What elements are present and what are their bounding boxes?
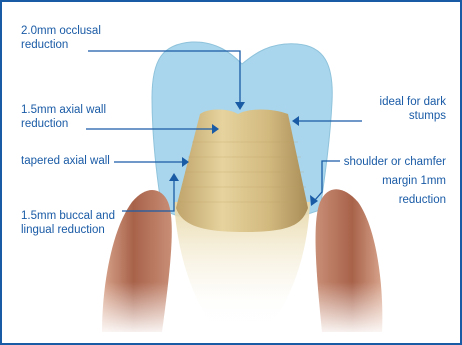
label-buccal-lingual-reduction: 1.5mm buccal and lingual reduction	[21, 209, 115, 237]
bottom-fade	[92, 282, 392, 337]
label-shoulder-line1: shoulder or chamfer	[344, 153, 446, 172]
label-dark-stumps-line2: stumps	[380, 109, 446, 123]
label-shoulder-line2: margin 1mm	[344, 172, 446, 191]
label-axial-wall-reduction: 1.5mm axial wall reduction	[21, 103, 106, 131]
label-buccal-line1: 1.5mm buccal and	[21, 209, 115, 223]
label-shoulder-chamfer-margin: shoulder or chamfer margin 1mm reduction	[344, 153, 446, 210]
label-shoulder-line3: reduction	[344, 191, 446, 210]
label-occlusal-reduction: 2.0mm occlusal reduction	[21, 24, 101, 52]
label-occlusal-line1: 2.0mm occlusal	[21, 24, 101, 38]
label-tapered-axial-wall: tapered axial wall	[21, 154, 110, 168]
label-axial-line2: reduction	[21, 117, 106, 131]
label-buccal-line2: lingual reduction	[21, 223, 115, 237]
label-dark-stumps: ideal for dark stumps	[380, 95, 446, 123]
label-tapered-line1: tapered axial wall	[21, 154, 110, 168]
label-dark-stumps-line1: ideal for dark	[380, 95, 446, 109]
label-axial-line1: 1.5mm axial wall	[21, 103, 106, 117]
label-occlusal-line2: reduction	[21, 38, 101, 52]
